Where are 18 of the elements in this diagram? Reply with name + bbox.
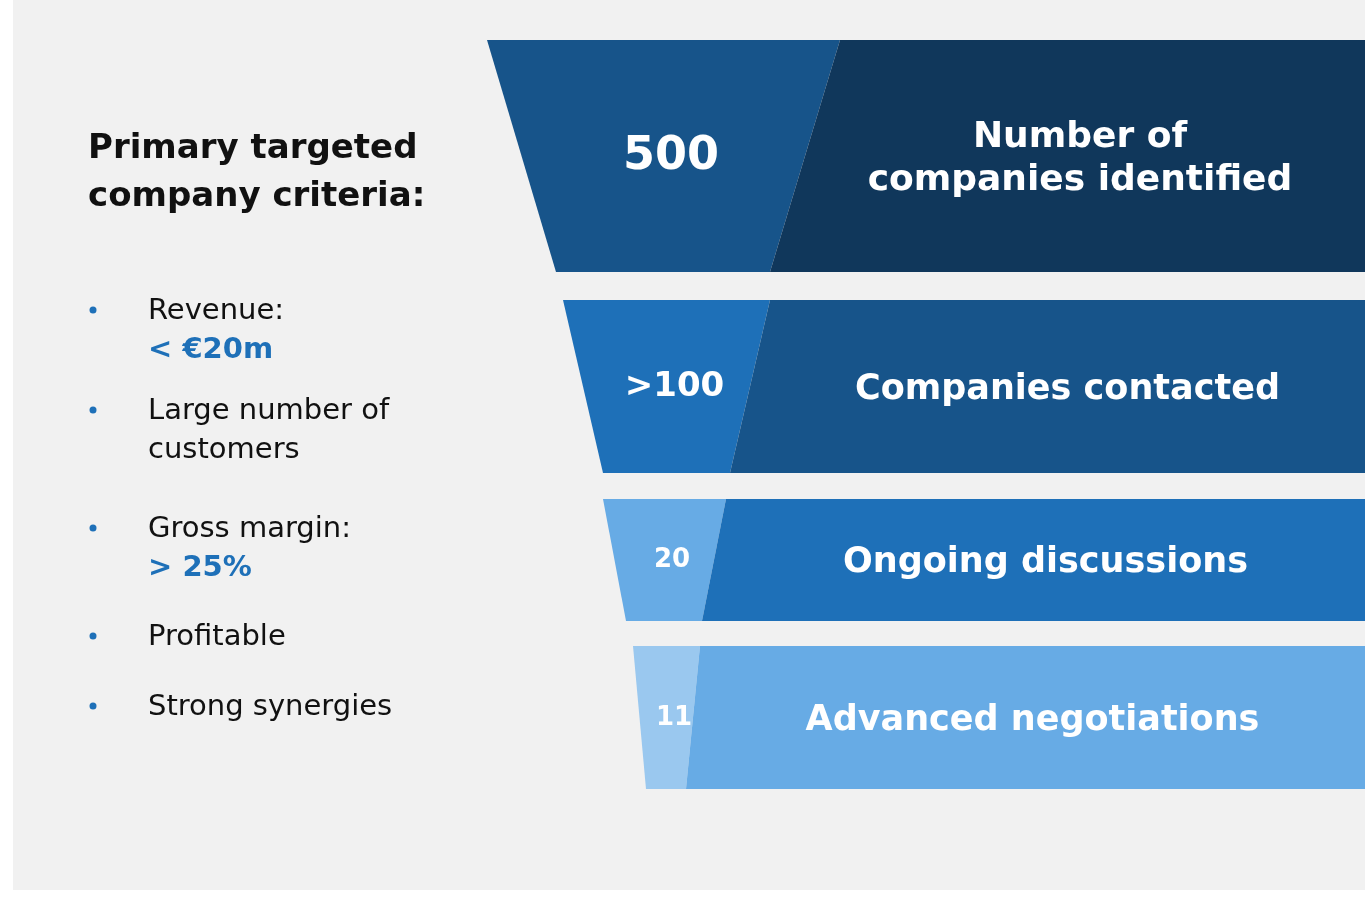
criterion-text: Profitable — [148, 617, 287, 654]
stage-count: 20 — [652, 543, 692, 574]
stage-label: Companies contacted — [854, 365, 1281, 408]
stage-label: Number of companies identified — [866, 112, 1294, 200]
criterion-text: Gross margin: > 25% — [148, 509, 352, 585]
criterion-text: Revenue: < €20m — [148, 291, 286, 367]
criterion-text: Large number of customers — [148, 391, 391, 467]
stage-count: >100 — [623, 364, 726, 405]
funnel-stage — [603, 499, 1365, 621]
stage-label: Advanced negotiations — [804, 696, 1261, 739]
funnel-stage — [563, 300, 1365, 473]
funnel-stage — [487, 40, 1365, 272]
stage-count: 11 — [654, 700, 694, 731]
heading: Primary targeted company criteria: — [88, 125, 427, 216]
funnel-stage — [633, 646, 1365, 789]
stage-count: 500 — [622, 126, 720, 181]
stage-label: Ongoing discussions — [842, 539, 1249, 581]
criterion-text: Strong synergies — [148, 687, 394, 724]
